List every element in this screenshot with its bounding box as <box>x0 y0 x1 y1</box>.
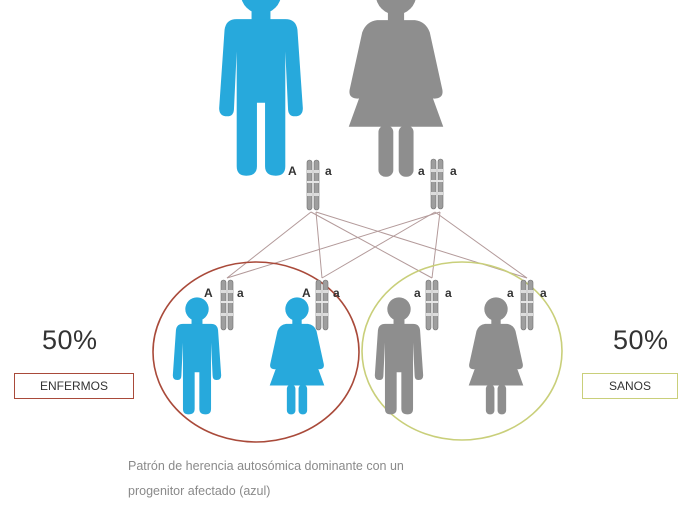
child-allele: a <box>507 286 514 300</box>
affected-group-circle <box>152 261 360 443</box>
caption-line-2: progenitor afectado (azul) <box>128 484 271 498</box>
chromosome-pair-icon <box>220 279 234 331</box>
healthy-label: SANOS <box>582 373 678 399</box>
inheritance-line <box>226 211 312 279</box>
chromosome-pair-icon <box>315 279 329 331</box>
inheritance-line <box>310 211 433 279</box>
inheritance-line <box>321 211 436 279</box>
chromosome-pair-icon <box>520 279 534 331</box>
inheritance-line <box>431 211 441 279</box>
child-woman-icon <box>468 297 524 415</box>
father-figure <box>219 0 303 176</box>
affected-label: ENFERMOS <box>14 373 134 399</box>
father-allele-1: A <box>288 164 297 178</box>
father-chromosome: A a <box>288 159 332 211</box>
child-allele: A <box>302 286 311 300</box>
child-allele: a <box>333 286 340 300</box>
child-man-icon <box>172 297 222 415</box>
chromosome-pair-icon <box>425 279 439 331</box>
child-allele: a <box>414 286 421 300</box>
inheritance-line <box>434 211 528 279</box>
child-man-icon <box>374 297 424 415</box>
inheritance-line <box>315 211 528 279</box>
mother-allele-1: a <box>418 164 425 178</box>
caption-line-1: Patrón de herencia autosómica dominante … <box>128 459 404 473</box>
inheritance-line <box>226 211 441 279</box>
father-allele-2: a <box>325 164 332 178</box>
child-allele: a <box>237 286 244 300</box>
child-allele: a <box>445 286 452 300</box>
mother-figure <box>348 0 444 177</box>
child-allele: A <box>204 286 213 300</box>
inheritance-line <box>315 211 323 279</box>
mother-allele-2: a <box>450 164 457 178</box>
healthy-percent: 50% <box>613 325 669 355</box>
affected-percent: 50% <box>42 325 98 355</box>
inheritance-lines <box>226 211 528 279</box>
mother-chromosome: a a <box>418 158 457 210</box>
healthy-group-circle <box>361 261 563 441</box>
child-allele: a <box>540 286 547 300</box>
